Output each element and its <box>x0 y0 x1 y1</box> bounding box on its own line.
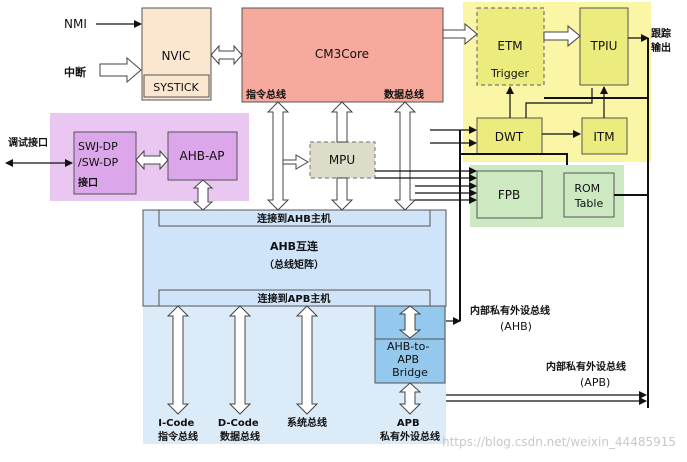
icode-label: I-Code 指令总线 <box>158 418 198 443</box>
ahb-to-apb-bridge-label: AHB-to- APB Bridge <box>387 340 433 379</box>
ahbap-ahb-arrow <box>192 179 214 211</box>
itm-block <box>581 117 628 155</box>
rom-table-block <box>563 172 615 218</box>
instr-bus-label: 指令总线 <box>246 88 286 101</box>
nmi-label: NMI <box>64 17 87 31</box>
apb-bus-arrow <box>398 382 422 415</box>
dwt-block <box>476 117 543 155</box>
core-etm-arrow <box>442 22 478 46</box>
bridge-top-arrow <box>398 305 422 339</box>
debug-port-label: 调试接口 <box>8 136 48 149</box>
internal-ppb-ahb-label: 内部私有外设总线 <box>470 304 550 317</box>
interrupt-label: 中断 <box>64 65 86 79</box>
tpiu-label: TPIU <box>590 39 618 53</box>
internal-ppb-apb-sub-label: (APB) <box>580 376 610 389</box>
system-bus-arrow <box>295 305 319 415</box>
icode-bus-arrow <box>166 305 190 415</box>
bus-matrix-label: （总线矩阵） <box>264 258 324 271</box>
connect-ahb-master-label: 连接到AHB主机 <box>257 212 331 225</box>
ahb-to-apb-bridge-block <box>374 338 446 384</box>
swj-dp-interface-label: 接口 <box>78 176 98 189</box>
ahb-interconnect-label: AHB互连 <box>270 239 319 253</box>
data-bus-label: 数据总线 <box>384 88 424 101</box>
apb-label: APB 私有外设总线 <box>379 418 440 443</box>
data-bus-arrow <box>393 101 417 211</box>
interrupt-arrow <box>99 56 142 84</box>
tpiu-block <box>579 7 629 86</box>
connect-ahb-master-bar <box>158 209 431 227</box>
internal-ppb-ahb-sub-label: (AHB) <box>500 320 532 333</box>
nvic-core-arrow <box>210 44 243 66</box>
mpu-label: MPU <box>329 153 355 167</box>
swj-dp-label: SWJ-DP /SW-DP <box>78 140 121 169</box>
systick-block <box>143 74 210 98</box>
dwt-itm-top-line <box>525 88 593 118</box>
connect-apb-master-label: 连接到APB主机 <box>258 292 331 305</box>
nvic-label: NVIC <box>161 49 190 63</box>
rom-table-label: ROM Table <box>574 182 604 210</box>
cm3core-block <box>241 7 444 103</box>
ppb-bus-line <box>459 130 568 165</box>
etm-block <box>476 7 545 86</box>
internal-ppb-apb-label: 内部私有外设总线 <box>546 360 626 373</box>
etm-tpiu-arrow <box>543 24 581 48</box>
cm3core-label: CM3Core <box>315 47 369 61</box>
swj-ahbap-arrow <box>135 149 169 171</box>
dwt-label: DWT <box>495 130 524 144</box>
watermark: https://blog.csdn.net/weixin_44485915 <box>442 435 676 449</box>
fpb-label: FPB <box>498 188 520 202</box>
ahb-ap-block <box>167 131 238 181</box>
fpb-block <box>476 170 543 219</box>
mpu-ahb-arrow <box>330 177 354 211</box>
systick-label: SYSTICK <box>153 81 199 94</box>
core-mpu-arrow <box>330 101 354 143</box>
mpu-block <box>309 141 376 179</box>
connect-apb-master-bar <box>158 289 431 307</box>
dcode-bus-arrow <box>228 305 252 415</box>
instr-bus-arrow <box>266 101 290 211</box>
trigger-label: Trigger <box>490 67 529 80</box>
trace-output-label: 跟踪 输出 <box>651 27 674 54</box>
mpu-side-arrow <box>282 154 309 170</box>
system-bus-label: 系统总线 <box>287 416 327 429</box>
itm-label: ITM <box>593 130 614 144</box>
swj-dp-block <box>73 131 137 195</box>
etm-label: ETM <box>497 39 522 53</box>
dcode-label: D-Code 数据总线 <box>218 418 262 443</box>
ahb-ap-label: AHB-AP <box>180 149 225 163</box>
